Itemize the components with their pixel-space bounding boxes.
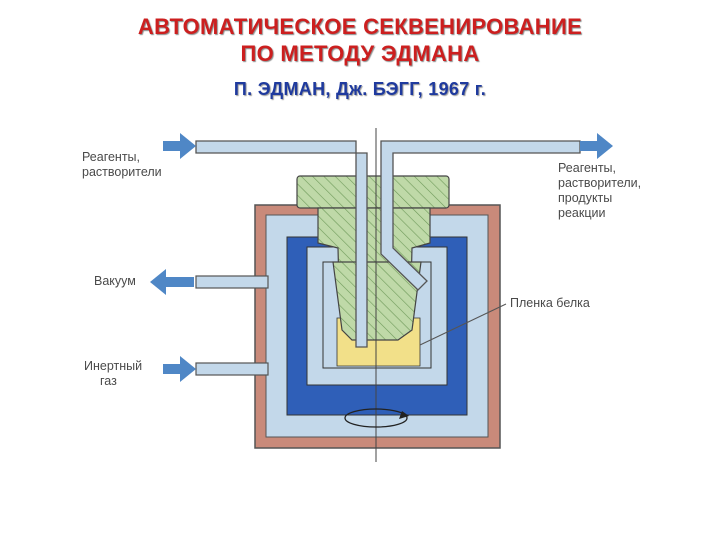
title-line-1: АВТОМАТИЧЕСКОЕ СЕКВЕНИРОВАНИЕ (137, 14, 583, 39)
label-inert-gas-2: газ (100, 374, 117, 388)
arrow-reagents-in-icon (163, 133, 196, 159)
label-reagents-in-1: Реагенты, (82, 150, 141, 164)
arrow-vacuum-icon (150, 269, 194, 295)
stopper-top (296, 175, 450, 209)
protein-film-leader (419, 303, 507, 346)
label-protein-film: Пленка белка (510, 296, 590, 310)
label-inert-gas-1: Инертный (84, 359, 143, 373)
title-line-2: ПО МЕТОДУ ЭДМАНА (240, 41, 480, 66)
inert-gas-pipe (195, 362, 269, 376)
inlet-pipe (195, 140, 368, 348)
label-reagents-out-4: реакции (558, 206, 606, 220)
label-reagents-out-2: растворители, (558, 176, 642, 190)
label-reagents-out-1: Реагенты, (558, 161, 617, 175)
arrow-inert-gas-icon (163, 356, 196, 382)
label-vacuum: Вакуум (94, 274, 136, 288)
rotation-arrow-icon (344, 408, 408, 428)
title-authors: П. ЭДМАН, Дж. БЭГГ, 1967 г. (233, 79, 487, 99)
label-reagents-out-3: продукты (558, 191, 613, 205)
vacuum-pipe (195, 275, 269, 289)
label-reagents-in-2: растворители (82, 165, 162, 179)
stopper-cone (332, 261, 422, 341)
arrow-reagents-out-icon (580, 133, 613, 159)
